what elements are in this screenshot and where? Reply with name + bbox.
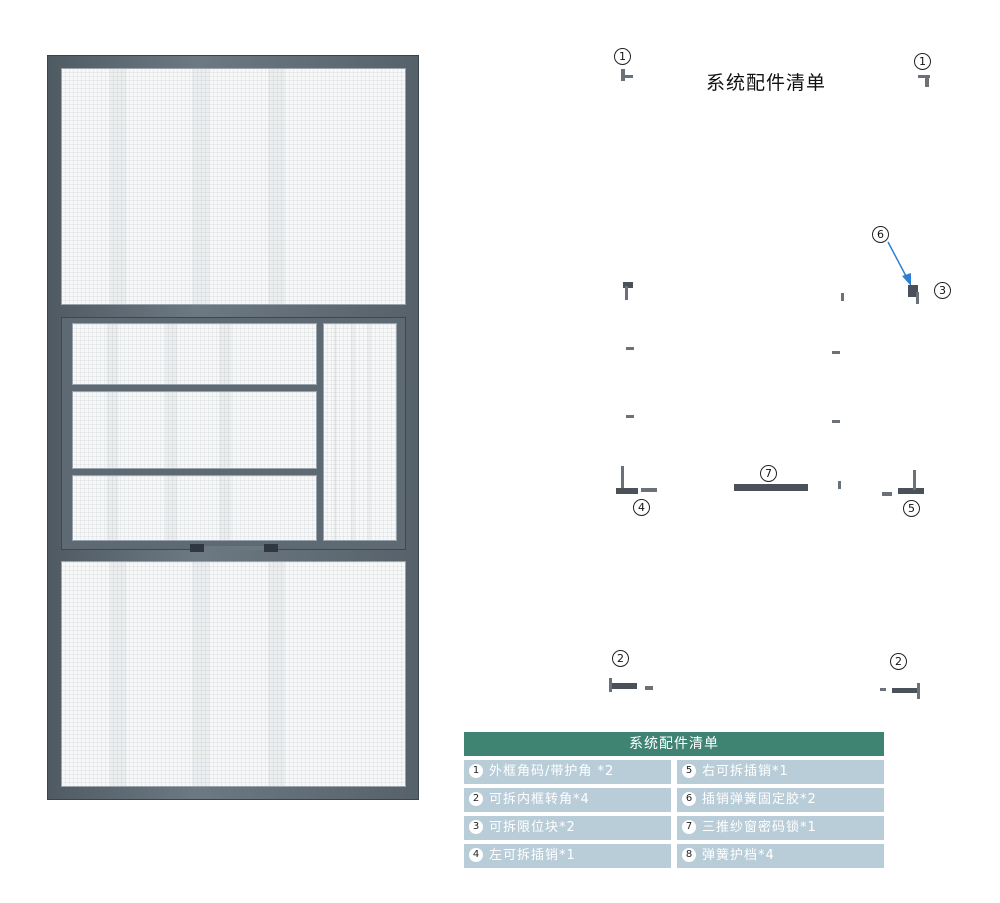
item-label: 弹簧护档*4 [702,848,775,863]
callout-1: 1 [614,48,631,65]
inner-corner-right [917,683,920,699]
callout-3: 3 [934,282,951,299]
item-number: 4 [469,847,483,862]
spring-guard [838,481,841,489]
left-latch-pin [621,466,624,488]
item-number: 2 [469,791,483,806]
window-frame-illustration [47,55,419,800]
upper-mesh-panel [61,68,406,305]
parts-table-cell: 1 外框角码/带护角 *2 [464,760,671,784]
callout-2: 2 [612,650,629,667]
lock-handle [264,544,278,552]
callout-2: 2 [890,653,907,670]
parts-table-cell: 8 弹簧护档*4 [677,844,884,868]
item-label: 右可拆插销*1 [702,764,789,779]
parts-table-cell: 7 三推纱窗密码锁*1 [677,816,884,840]
inner-sliding-frame [61,317,406,550]
callout-1: 1 [914,53,931,70]
outer-corner-bracket-right [925,75,929,87]
inner-corner-left [645,686,653,690]
item-label: 可拆限位块*2 [489,820,576,835]
inner-mesh-top [72,323,317,385]
lower-mesh-panel [61,561,406,787]
item-number: 1 [469,763,483,778]
parts-table-cell: 6 插销弹簧固定胶*2 [677,788,884,812]
callout-6: 6 [872,226,889,243]
combination-lock [734,484,808,491]
left-latch-pin [616,488,638,494]
callout-7: 7 [760,465,777,482]
diagram-title: 系统配件清单 [706,72,827,94]
item-number: 6 [682,791,696,806]
right-latch-pin [898,488,924,494]
item-label: 左可拆插销*1 [489,848,576,863]
item-number: 7 [682,819,696,834]
item-label: 外框角码/带护角 *2 [489,764,615,779]
parts-table-cell: 2 可拆内框转角*4 [464,788,671,812]
outer-corner-bracket-left [621,75,633,78]
outer-corner-bracket-right [918,75,930,78]
item-number: 8 [682,847,696,862]
right-latch-pin [913,470,916,490]
item-label: 插销弹簧固定胶*2 [702,792,817,807]
callout-4: 4 [633,499,650,516]
lock-handle [190,544,204,552]
limit-block-right [916,292,919,304]
item-number: 5 [682,763,696,778]
item-label: 可拆内框转角*4 [489,792,590,807]
spring-guard [832,420,840,423]
lock-rail [204,546,264,550]
inner-corner-right [892,688,920,693]
inner-corner-right [880,688,886,691]
inner-mesh-right [323,323,397,541]
parts-table-header: 系统配件清单 [464,732,884,756]
inner-corner-left [609,683,637,689]
inner-corner-left [609,678,612,692]
spring-guard [626,347,634,350]
right-latch-pin [882,492,892,496]
limit-block-right [908,285,918,297]
limit-block-left [625,286,628,300]
arrow-icon [887,241,911,286]
limit-block-left [623,282,633,288]
inner-mesh-bottom [72,475,317,541]
parts-table-cell: 5 右可拆插销*1 [677,760,884,784]
callout-5: 5 [903,500,920,517]
parts-table-cell: 4 左可拆插销*1 [464,844,671,868]
parts-table-cell: 3 可拆限位块*2 [464,816,671,840]
item-number: 3 [469,819,483,834]
left-latch-pin [641,488,657,492]
inner-mesh-middle [72,391,317,469]
spring-guard [626,415,634,418]
spring-guard [832,351,840,354]
item-label: 三推纱窗密码锁*1 [702,820,817,835]
spring-guard [841,293,844,301]
